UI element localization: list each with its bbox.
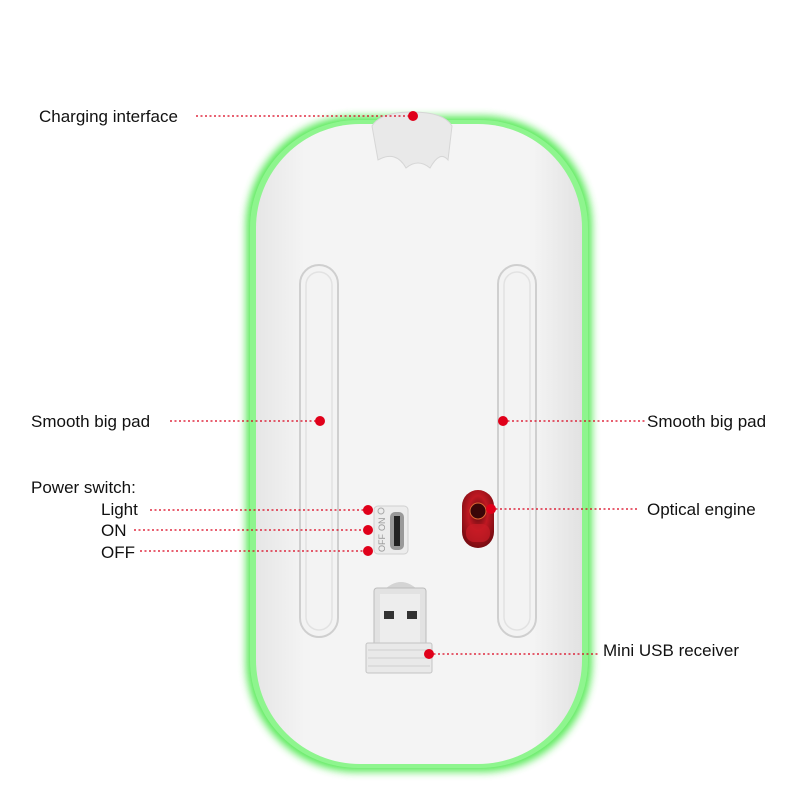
callout-mini-usb-receiver: Mini USB receiver [424,641,739,660]
label-on: ON [101,521,127,540]
callout-smooth-pad-right: Smooth big pad [498,412,766,431]
callout-optical-engine: Optical engine [486,500,756,519]
label-off: OFF [101,543,135,562]
label-smooth-pad-right: Smooth big pad [647,412,766,431]
smooth-pad-right [497,264,537,638]
callout-smooth-pad-left: Smooth big pad [31,412,325,431]
label-charging-interface: Charging interface [39,107,178,126]
label-power-switch: Power switch: [31,478,136,497]
callout-power-switch: Power switch: Light ON OFF [31,478,373,562]
switch-off-marking: OFF [377,534,387,552]
label-optical-engine: Optical engine [647,500,756,519]
charging-port-notch [371,111,453,169]
mini-usb-receiver [365,582,433,674]
power-switch[interactable]: OFF ON [373,505,409,555]
switch-on-marking: ON [377,518,387,532]
callout-charging-interface: Charging interface [39,107,418,126]
label-light: Light [101,500,138,519]
optical-engine [462,490,494,548]
light-bulb-icon [377,507,385,515]
label-smooth-pad-left: Smooth big pad [31,412,150,431]
smooth-pad-left [299,264,339,638]
label-mini-usb-receiver: Mini USB receiver [603,641,739,660]
